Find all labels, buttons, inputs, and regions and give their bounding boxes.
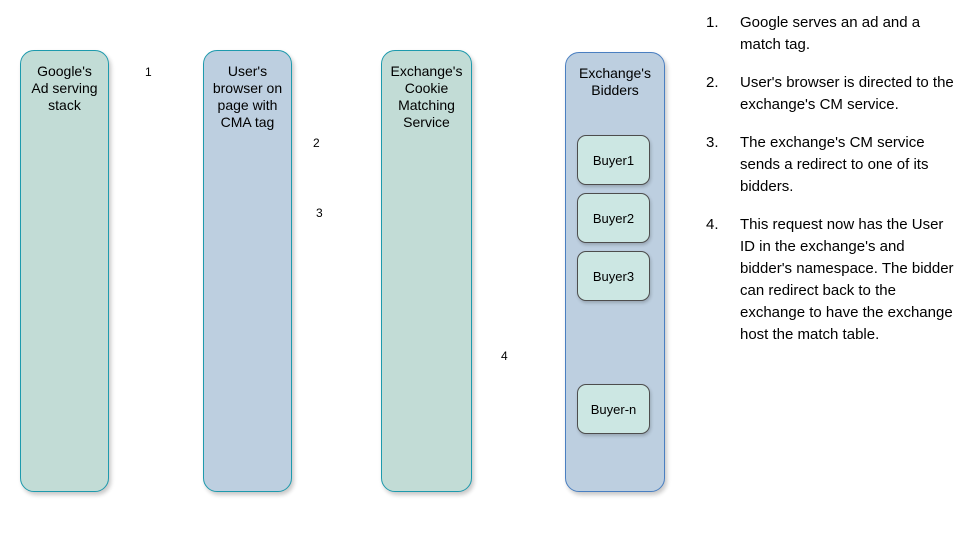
- node-google-ad-serving-stack[interactable]: Google's Ad serving stack: [20, 50, 109, 492]
- legend-text: This request now has the User ID in the …: [740, 216, 954, 343]
- legend-text: User's browser is directed to the exchan…: [740, 74, 954, 113]
- legend-item: 1. Google serves an ad and a match tag.: [706, 12, 954, 56]
- legend-number: 3.: [706, 134, 719, 151]
- legend-list: 1. Google serves an ad and a match tag. …: [706, 12, 954, 362]
- legend-number: 2.: [706, 74, 719, 91]
- legend-item: 3. The exchange's CM service sends a red…: [706, 132, 954, 198]
- buyer-box[interactable]: Buyer1: [577, 135, 650, 185]
- buyer-label: Buyer2: [592, 210, 635, 226]
- buyer-label: Buyer3: [592, 268, 635, 284]
- legend-number: 1.: [706, 14, 719, 31]
- node-exchange-cookie-matching-service[interactable]: Exchange's Cookie Matching Service: [381, 50, 472, 492]
- legend-item: 2. User's browser is directed to the exc…: [706, 72, 954, 116]
- arrow-label-1: 1: [145, 65, 152, 79]
- node-label: Exchange's Bidders: [579, 65, 651, 98]
- arrow-label-2: 2: [313, 136, 320, 150]
- buyer-box[interactable]: Buyer-n: [577, 384, 650, 434]
- node-label: Google's Ad serving stack: [31, 63, 98, 113]
- legend-number: 4.: [706, 216, 719, 233]
- legend-text: Google serves an ad and a match tag.: [740, 14, 921, 53]
- buyer-label: Buyer-n: [590, 401, 637, 417]
- buyer-label: Buyer1: [592, 152, 635, 168]
- node-label: User's browser on page with CMA tag: [212, 63, 283, 130]
- buyer-box[interactable]: Buyer3: [577, 251, 650, 301]
- arrow-label-4: 4: [501, 349, 508, 363]
- buyer-box[interactable]: Buyer2: [577, 193, 650, 243]
- legend-item: 4. This request now has the User ID in t…: [706, 214, 954, 346]
- arrow-label-3: 3: [316, 206, 323, 220]
- flow-diagram: Google's Ad serving stack User's browser…: [20, 50, 665, 492]
- legend-text: The exchange's CM service sends a redire…: [740, 134, 929, 195]
- node-label: Exchange's Cookie Matching Service: [390, 63, 463, 130]
- node-user-browser[interactable]: User's browser on page with CMA tag: [203, 50, 292, 492]
